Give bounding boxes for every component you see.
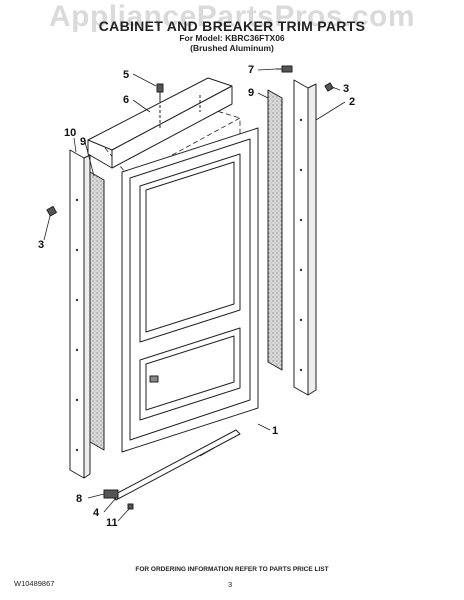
watermark: AppliancePartsPros.com (48, 0, 416, 33)
page-title: CABINET AND BREAKER TRIM PARTS (98, 18, 366, 34)
callout-3-left: 3 (38, 239, 44, 251)
ordering-note: FOR ORDERING INFORMATION REFER TO PARTS … (135, 566, 329, 573)
callouts: 5 6 7 9 3 2 10 9 3 1 8 4 11 (38, 64, 355, 529)
callout-7: 7 (248, 64, 254, 76)
callout-9-left: 9 (80, 136, 86, 148)
screw-part-7 (276, 65, 293, 73)
callout-6: 6 (123, 94, 129, 106)
door-frame-part-1 (121, 127, 259, 453)
document-number: W10489867 (14, 579, 55, 588)
callout-3-right: 3 (343, 83, 349, 95)
model-subtitle: For Model: KBRC36FTX06 (179, 33, 285, 43)
right-gasket-part-9 (267, 89, 283, 371)
callout-10: 10 (64, 127, 76, 139)
callout-11: 11 (106, 517, 118, 529)
left-gasket-part-9 (89, 171, 105, 451)
callout-5: 5 (123, 69, 129, 81)
leader-lines (43, 68, 346, 522)
finish-subtitle: (Brushed Aluminum) (190, 43, 274, 53)
bottom-trim-part-4 (111, 429, 241, 501)
left-trim-part-10 (69, 149, 91, 479)
callout-9-right: 9 (248, 87, 254, 99)
callout-8: 8 (76, 493, 82, 505)
right-trim-part-2 (293, 79, 317, 396)
callout-4: 4 (93, 507, 100, 519)
clip-part-8 (103, 489, 119, 499)
page-number: 3 (228, 580, 233, 589)
screw-part-11 (127, 503, 134, 510)
callout-1: 1 (272, 425, 278, 437)
screw-part-3-left (46, 205, 57, 217)
screw-part-5 (156, 83, 164, 102)
screw-part-3-right (324, 82, 334, 92)
callout-2: 2 (349, 96, 355, 108)
